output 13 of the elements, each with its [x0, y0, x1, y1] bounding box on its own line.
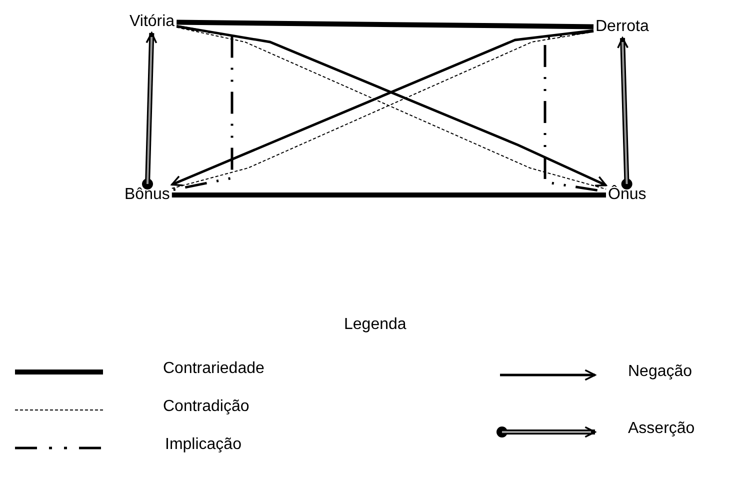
legend-text: Contrariedade — [163, 359, 264, 379]
term-label: Bônus — [122, 184, 172, 206]
implication-line — [172, 25, 234, 192]
contrariety-line — [172, 192, 606, 198]
legend-heading: Legenda — [344, 315, 406, 335]
legend-text: Negação — [628, 362, 692, 382]
legend-text: Contradição — [163, 397, 250, 417]
legend-text: Asserção — [628, 419, 695, 439]
legend-text: Implicação — [165, 435, 242, 455]
term-label: Ônus — [606, 184, 648, 206]
term-label: Derrota — [594, 16, 651, 38]
term-label: Vitória — [128, 11, 177, 33]
contrariety-line — [176, 20, 594, 30]
